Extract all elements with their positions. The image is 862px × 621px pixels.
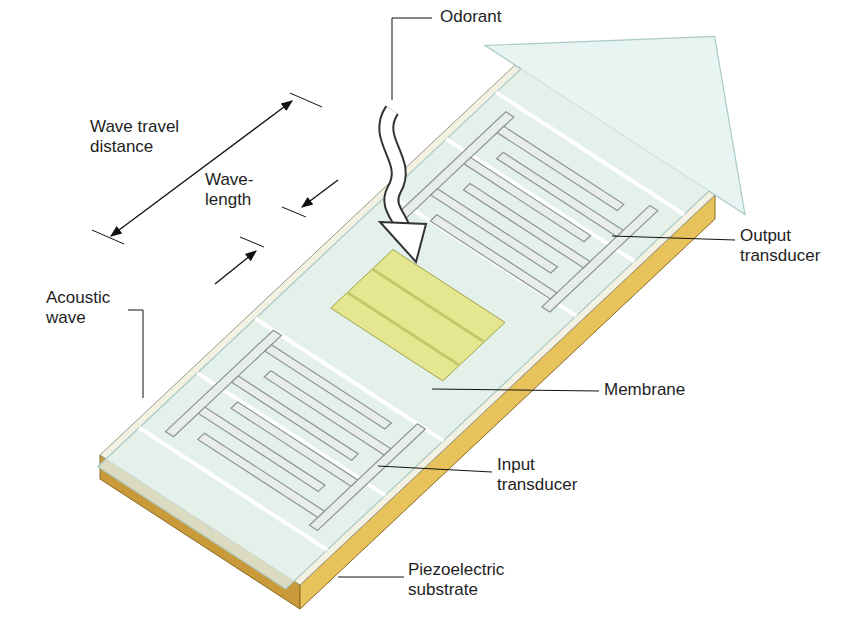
leader-line: [378, 466, 492, 472]
membrane-ripple: [347, 269, 484, 365]
odorant-arrow: [386, 110, 402, 226]
dimension-tick: [92, 230, 124, 244]
part-label: Piezoelectric substrate: [408, 560, 528, 600]
part-label: Membrane: [604, 380, 704, 400]
part-label: Acoustic wave: [46, 288, 136, 328]
odorant-arrowhead: [380, 222, 426, 262]
leader-line: [432, 389, 599, 391]
membrane: [331, 250, 505, 381]
leader-line: [612, 236, 735, 240]
odorant-arrow: [386, 110, 402, 226]
part-label: Wave travel distance: [90, 117, 200, 157]
dimension-arrow: [215, 251, 256, 284]
wave-film: [62, 0, 845, 612]
wave-crests: [139, 92, 684, 550]
part-label: Odorant: [440, 7, 530, 27]
part-label: Wave- length: [205, 170, 267, 210]
part-label: Input transducer: [497, 455, 597, 495]
dimension-tick: [240, 237, 264, 247]
dimension-tick: [290, 93, 322, 107]
dimension-arrow: [302, 180, 338, 207]
dimension-tick: [282, 207, 306, 217]
transducer-electrode: [497, 126, 624, 210]
leader-line: [338, 577, 404, 578]
part-label: Output transducer: [740, 226, 840, 266]
transducer-electrode: [265, 345, 392, 429]
leader-line: [392, 18, 432, 100]
leader-line: [128, 310, 143, 398]
input-transducer: [166, 330, 426, 530]
slab-frame: [62, 0, 845, 612]
